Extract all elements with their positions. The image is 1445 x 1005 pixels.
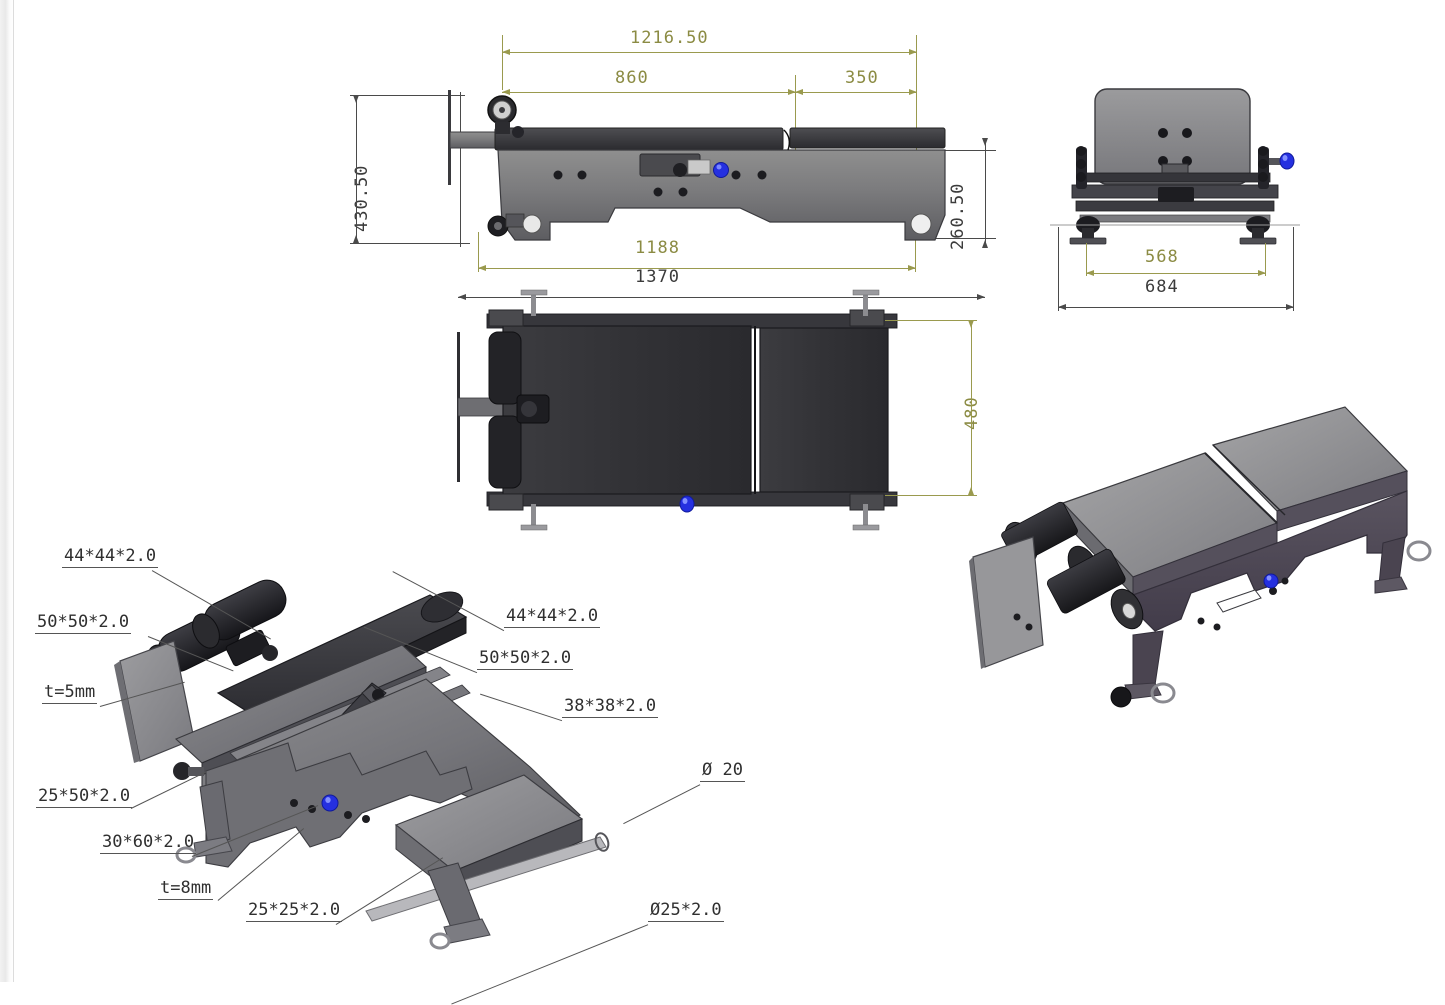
callout-round-20: Ø 20	[700, 760, 745, 782]
callout-label: 25*25*2.0	[246, 900, 343, 922]
dim-568-label: 568	[1145, 247, 1179, 267]
top-plan-geometry	[457, 289, 898, 531]
front-elevation-geometry	[1050, 88, 1300, 245]
callout-label: 44*44*2.0	[62, 546, 159, 568]
dim-350-label: 350	[845, 68, 879, 88]
callout-plate-t5: t=5mm	[42, 682, 98, 704]
isometric-overall-view	[955, 395, 1435, 735]
isometric-overall-geometry	[969, 406, 1432, 708]
callout-tube-25x50: 25*50*2.0	[36, 786, 133, 808]
side-elevation-geometry	[448, 90, 946, 241]
callout-tube-50x50-left: 50*50*2.0	[35, 612, 132, 634]
dim-430-50-label: 430.50	[352, 164, 372, 232]
dim-1188-label: 1188	[635, 238, 680, 258]
callout-label: 44*44*2.0	[504, 606, 601, 628]
callout-label: 38*38*2.0	[562, 696, 659, 718]
dim-1370-label: 1370	[635, 267, 680, 287]
callout-round-25x2: Ø25*2.0	[648, 900, 724, 922]
callout-label: 25*50*2.0	[36, 786, 133, 808]
callout-label: 50*50*2.0	[477, 648, 574, 670]
callout-tube-38x38: 38*38*2.0	[562, 696, 659, 718]
callout-tube-44x44-left: 44*44*2.0	[62, 546, 159, 568]
callout-label: Ø25*2.0	[648, 900, 724, 922]
callout-label: 50*50*2.0	[35, 612, 132, 634]
callout-label: t=5mm	[42, 682, 98, 704]
dim-684-label: 684	[1145, 277, 1179, 297]
viewer-left-edge	[0, 0, 13, 982]
callout-plate-t8: t=8mm	[158, 878, 214, 900]
dim-1216-50-label: 1216.50	[630, 28, 709, 48]
callout-label: 30*60*2.0	[100, 832, 197, 854]
callout-label: t=8mm	[158, 878, 214, 900]
viewer-edge-divider	[13, 0, 14, 982]
dim-860-label: 860	[615, 68, 649, 88]
callout-tube-25x25: 25*25*2.0	[246, 900, 343, 922]
callout-tube-50x50-right: 50*50*2.0	[477, 648, 574, 670]
top-plan-view: 480	[455, 289, 1015, 540]
callout-tube-44x44-right: 44*44*2.0	[504, 606, 601, 628]
side-elevation-view: 1216.50 860 350 430.50	[340, 20, 1020, 300]
callout-label: Ø 20	[700, 760, 745, 782]
isometric-detail-geometry	[114, 579, 610, 950]
callout-tube-30x60: 30*60*2.0	[100, 832, 197, 854]
front-elevation-view: 568 684	[1040, 85, 1330, 325]
isometric-detail-view	[110, 575, 690, 970]
